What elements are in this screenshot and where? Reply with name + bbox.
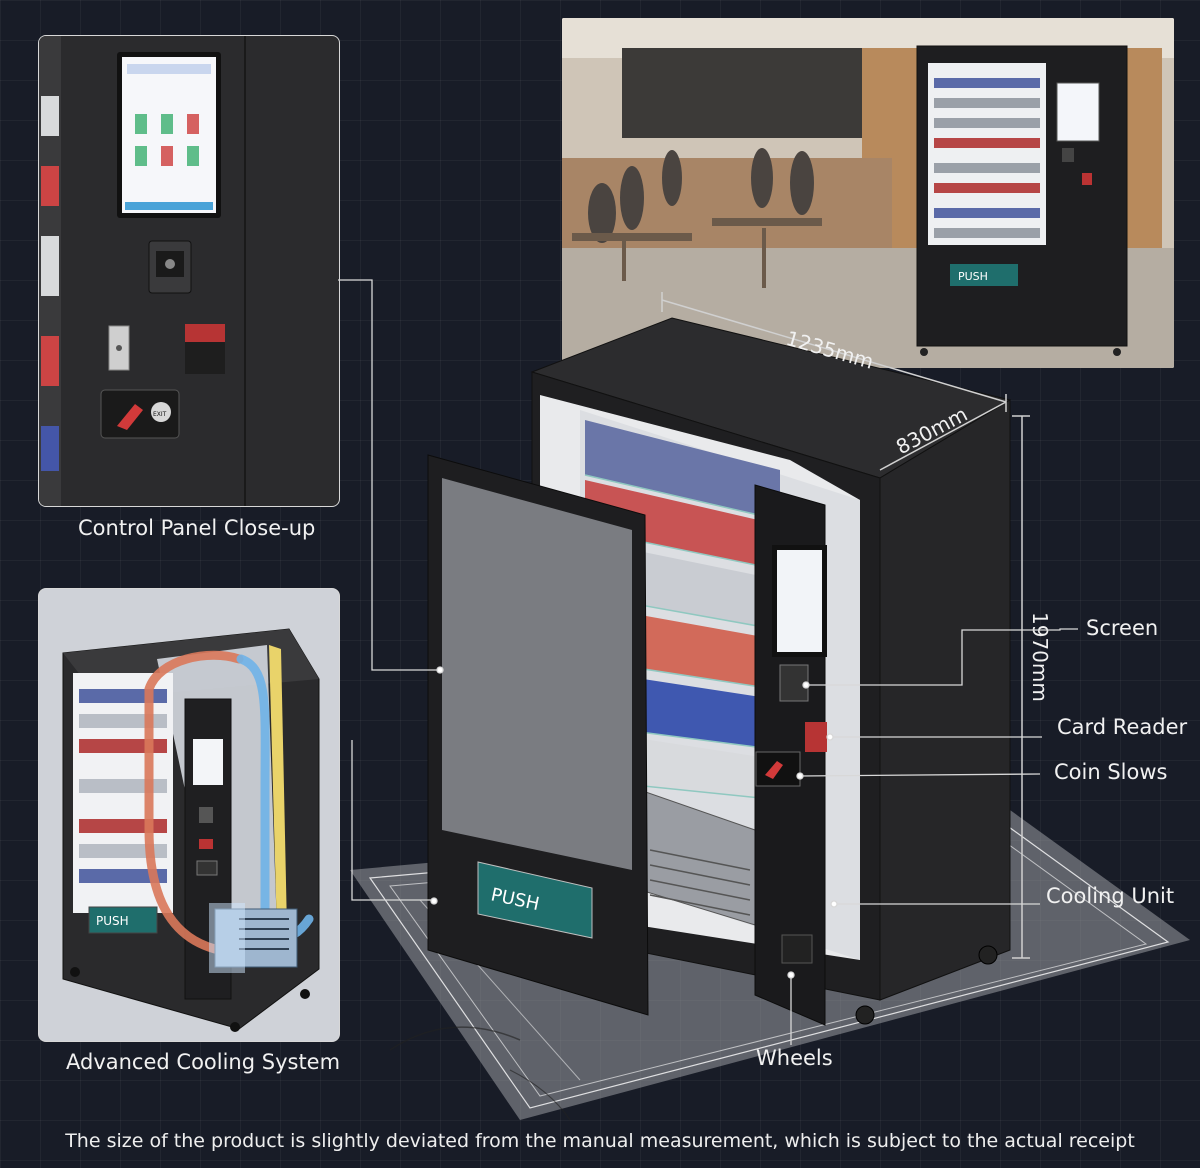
cooling-system-panel: PUSH (38, 588, 340, 1042)
callout-coin-slots: Coin Slows (1054, 760, 1168, 784)
dimension-lines (661, 292, 1030, 959)
callout-screen: Screen (1086, 616, 1159, 640)
office-photo-push-label: PUSH (958, 270, 988, 283)
caption-control-panel: Control Panel Close-up (78, 516, 316, 540)
screen-closeup (122, 57, 216, 213)
office-photo-illustration: PUSH (562, 18, 1174, 368)
exit-label: EXIT (153, 411, 167, 418)
vending-machine-illustration: PUSH (427, 317, 1012, 1026)
cooling-push-label: PUSH (96, 914, 129, 928)
main-screen (777, 550, 822, 652)
callout-wheels: Wheels (756, 1046, 833, 1070)
callout-cooling-unit: Cooling Unit (1046, 884, 1175, 908)
footnote: The size of the product is slightly devi… (65, 1130, 1135, 1152)
control-panel-closeup: EXIT (38, 35, 340, 507)
callout-card-reader: Card Reader (1057, 715, 1188, 739)
caption-cooling-system: Advanced Cooling System (66, 1050, 341, 1074)
office-photo: PUSH (562, 18, 1174, 368)
